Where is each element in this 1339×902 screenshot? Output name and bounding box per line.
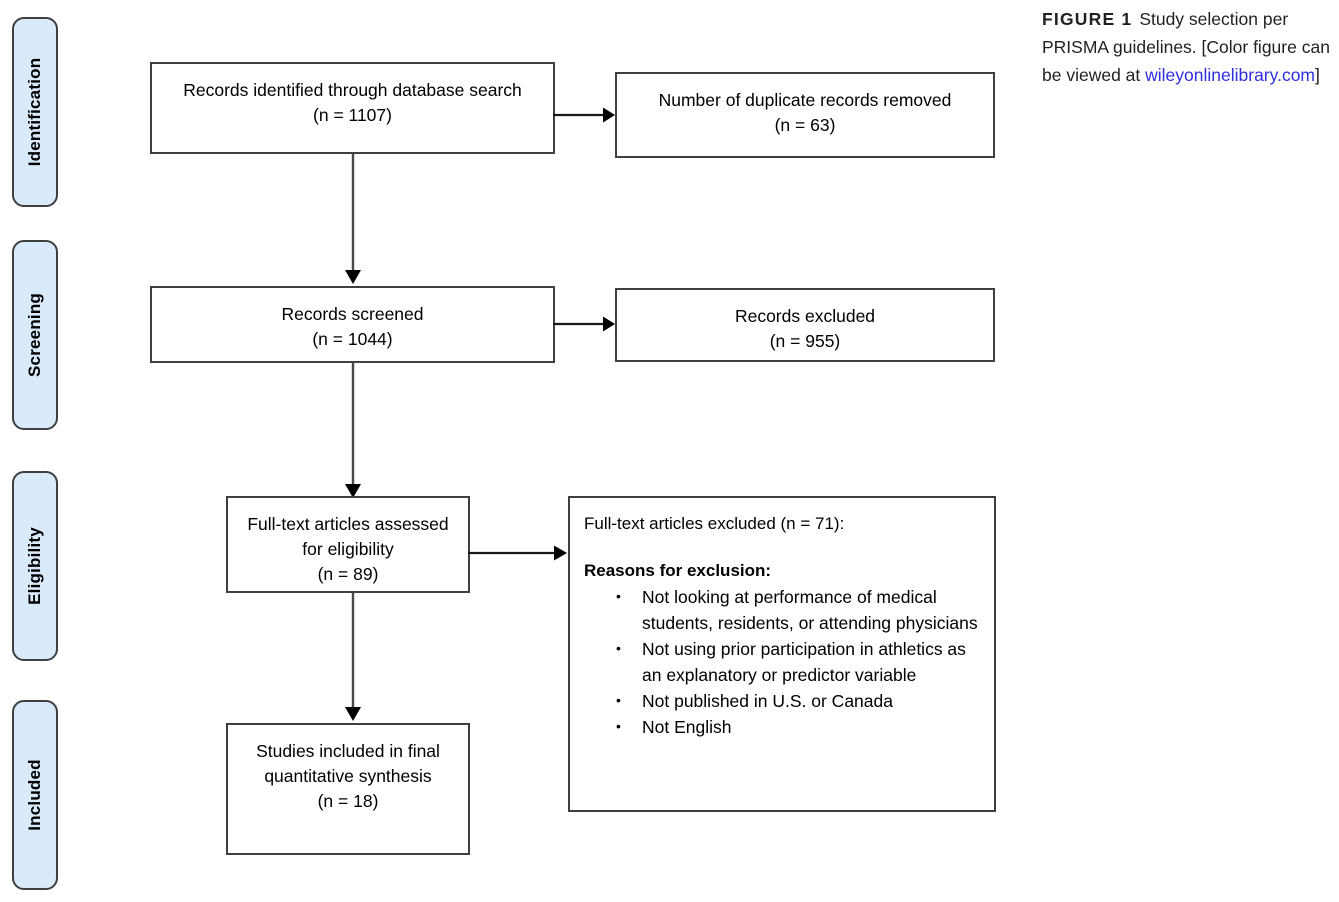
box-duplicates-removed-line1: Number of duplicate records removed	[658, 90, 952, 110]
box-studies-included-line3: (n = 18)	[317, 791, 379, 811]
figure-caption-label: FIGURE 1	[1042, 9, 1133, 29]
reason-item: Not English	[616, 713, 982, 740]
stage-tab-identification: Identification	[12, 17, 58, 207]
stage-label-eligibility: Eligibility	[25, 527, 44, 605]
stage-tab-eligibility: Eligibility	[12, 471, 58, 661]
reasons-for-exclusion-title: Reasons for exclusion:	[584, 561, 772, 580]
box-records-screened-line1: Records screened	[281, 304, 424, 324]
box-fulltext-assessed: Full-text articles assessed for eligibil…	[226, 496, 470, 593]
reason-list: Not looking at performance of medical st…	[584, 583, 982, 740]
reason-item: Not published in U.S. or Canada	[616, 687, 982, 714]
arrow-fulltext-to-included	[341, 593, 365, 723]
stage-tab-included: Included	[12, 700, 58, 890]
box-studies-included-line2: quantitative synthesis	[264, 766, 432, 786]
wileyonlinelibrary-link[interactable]: wileyonlinelibrary.com	[1145, 65, 1315, 85]
figure-caption-text: Study selection per PRISMA guidelines. […	[1042, 9, 1330, 85]
box-fulltext-assessed-line3: (n = 89)	[317, 564, 379, 584]
box-duplicates-removed: Number of duplicate records removed (n =…	[615, 72, 995, 158]
box-records-identified: Records identified through database sear…	[150, 62, 555, 154]
box-records-excluded: Records excluded (n = 955)	[615, 288, 995, 362]
box-fulltext-assessed-line2: for eligibility	[302, 539, 394, 559]
box-records-screened-text: Records screened (n = 1044)	[152, 302, 553, 352]
stage-label-identification: Identification	[25, 57, 44, 167]
arrow-identified-to-duplicates	[553, 104, 619, 126]
box-studies-included-text: Studies included in final quantitative s…	[228, 739, 468, 814]
box-records-identified-line1: Records identified through database sear…	[183, 80, 522, 100]
stage-tab-screening: Screening	[12, 240, 58, 430]
figure-caption-tail: ]	[1315, 65, 1320, 85]
box-fulltext-excluded-body: Full-text articles excluded (n = 71): Re…	[584, 511, 982, 740]
box-records-screened-line2: (n = 1044)	[312, 329, 393, 349]
reason-item: Not using prior participation in athleti…	[616, 635, 982, 688]
box-studies-included-line1: Studies included in final	[256, 741, 440, 761]
box-fulltext-assessed-text: Full-text articles assessed for eligibil…	[228, 512, 468, 587]
stage-label-included: Included	[25, 759, 44, 831]
box-studies-included: Studies included in final quantitative s…	[226, 723, 470, 855]
box-records-identified-text: Records identified through database sear…	[152, 78, 553, 128]
arrow-screened-to-excluded	[553, 313, 619, 335]
fulltext-excluded-heading: Full-text articles excluded (n = 71):	[584, 514, 845, 533]
box-records-excluded-line1: Records excluded	[734, 306, 876, 326]
box-duplicates-removed-text: Number of duplicate records removed (n =…	[617, 88, 993, 138]
box-duplicates-removed-line2: (n = 63)	[774, 115, 836, 135]
reason-item: Not looking at performance of medical st…	[616, 583, 982, 636]
arrow-screened-to-fulltext	[341, 363, 365, 500]
reasons-spacer	[584, 537, 982, 558]
box-records-screened: Records screened (n = 1044)	[150, 286, 555, 363]
box-fulltext-assessed-line1: Full-text articles assessed	[247, 514, 449, 534]
box-fulltext-excluded: Full-text articles excluded (n = 71): Re…	[568, 496, 996, 812]
box-records-excluded-line2: (n = 955)	[769, 331, 841, 351]
stage-label-screening: Screening	[25, 293, 44, 377]
arrow-identified-to-screened	[341, 154, 365, 286]
box-records-identified-line2: (n = 1107)	[313, 105, 392, 125]
arrow-fulltext-to-excluded	[468, 542, 572, 564]
box-records-excluded-text: Records excluded (n = 955)	[617, 304, 993, 354]
